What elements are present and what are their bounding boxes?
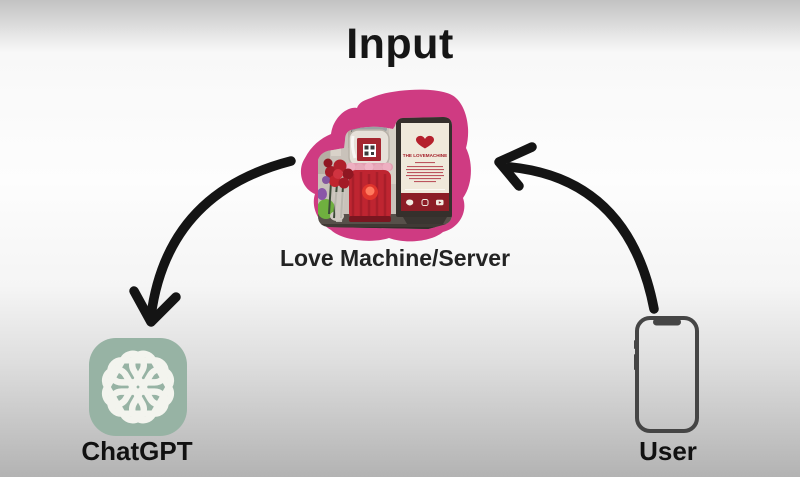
heart-icon xyxy=(416,135,434,149)
chatgpt-logo-icon xyxy=(89,338,187,436)
roses-bouquet xyxy=(322,158,354,222)
youtube-icon xyxy=(436,199,444,206)
sign-title: THE LOVEMACHINE xyxy=(403,153,447,158)
purple-object xyxy=(318,188,327,200)
arrow-user-to-machine-icon xyxy=(494,142,659,314)
instagram-icon xyxy=(421,199,429,206)
arrow-machine-to-chatgpt-icon xyxy=(129,156,296,327)
love-machine-image: THE LOVEMACHINE xyxy=(300,89,471,242)
page-title: Input xyxy=(346,20,454,68)
sign-board: THE LOVEMACHINE xyxy=(396,117,452,224)
phone-icon xyxy=(634,316,699,433)
love-machine-label: Love Machine/Server xyxy=(279,245,511,271)
openai-knot-icon xyxy=(101,350,175,424)
twitter-icon xyxy=(406,199,414,206)
social-icons xyxy=(406,199,444,206)
gumball-dispenser xyxy=(346,120,393,222)
chatgpt-label: ChatGPT xyxy=(81,436,193,466)
user-label: User xyxy=(639,436,697,466)
sign-text-lines xyxy=(406,162,444,183)
